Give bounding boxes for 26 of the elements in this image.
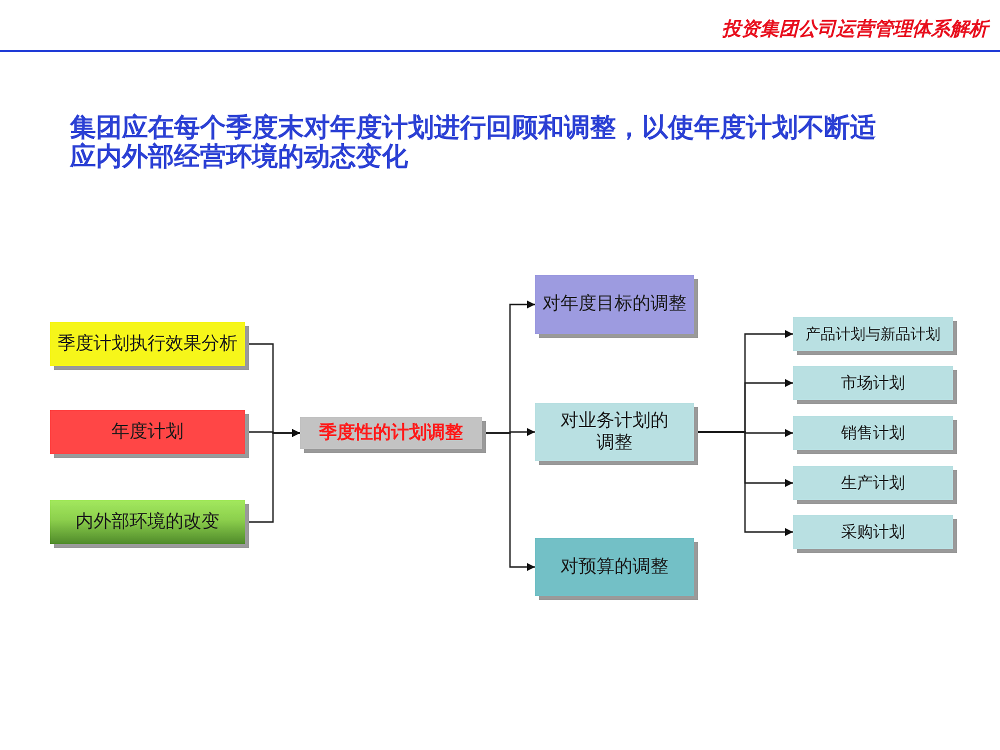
box-label: 市场计划 bbox=[841, 373, 905, 393]
process-box bbox=[793, 317, 953, 351]
box-label: 销售计划 bbox=[841, 423, 905, 443]
process-box bbox=[793, 515, 953, 549]
box-label: 产品计划与新品计划 bbox=[806, 324, 940, 344]
box-label: 采购计划 bbox=[841, 522, 905, 542]
slide-header: 投资集团公司运营管理体系解析 bbox=[722, 16, 988, 42]
box-label: 对年度目标的调整 bbox=[542, 293, 686, 316]
process-box bbox=[535, 538, 694, 596]
box-label: 生产计划 bbox=[841, 473, 905, 493]
process-box bbox=[50, 500, 245, 544]
box-label: 内外部环境的改变 bbox=[76, 510, 220, 534]
process-box bbox=[50, 410, 245, 454]
box-label: 季度计划执行效果分析 bbox=[58, 332, 238, 356]
process-box bbox=[793, 416, 953, 450]
process-box bbox=[793, 366, 953, 400]
slide-title: 集团应在每个季度末对年度计划进行回顾和调整，以使年度计划不断适应内外部经营环境的动态变化 bbox=[70, 114, 877, 172]
box-label: 对业务计划的调整 bbox=[560, 410, 670, 454]
process-box bbox=[793, 466, 953, 500]
box-label: 年度计划 bbox=[112, 420, 184, 444]
process-box bbox=[300, 417, 482, 449]
process-box bbox=[535, 403, 694, 461]
box-label: 对预算的调整 bbox=[560, 556, 668, 578]
process-box bbox=[50, 322, 245, 366]
process-box bbox=[535, 275, 694, 334]
box-label: 季度性的计划调整 bbox=[319, 422, 463, 444]
